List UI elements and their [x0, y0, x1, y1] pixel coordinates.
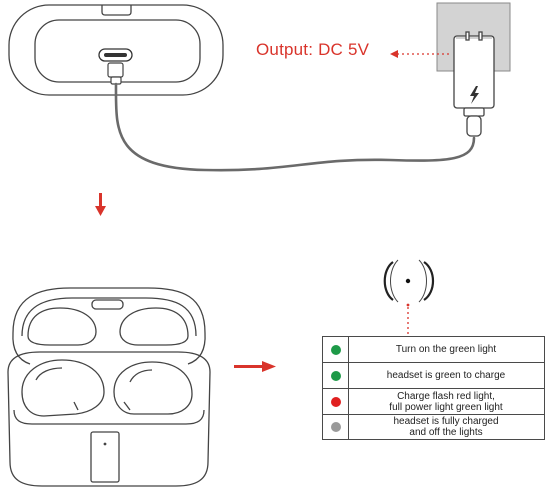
earbuds-case — [7, 287, 211, 487]
down-arrow — [95, 193, 106, 216]
usb-c-plug — [107, 62, 124, 85]
lightning-icon — [470, 86, 479, 104]
usb-c-port — [98, 48, 133, 62]
legend-description: headset is green to charge — [350, 363, 542, 388]
earbud-indicator — [383, 261, 435, 301]
status-led-dot — [331, 345, 341, 355]
legend-row: Charge flash red light,full power light … — [323, 389, 544, 415]
output-pointer — [390, 50, 451, 58]
legend-dot-cell — [323, 337, 349, 362]
charging-cable — [114, 82, 476, 172]
power-adapter — [453, 31, 495, 137]
status-led-dot — [331, 422, 341, 432]
legend-row: Turn on the green light — [323, 337, 544, 363]
legend-row: headset is green to charge — [323, 363, 544, 389]
legend-text-line: Charge flash red light, — [397, 390, 495, 402]
led-status-table: Turn on the green light headset is green … — [322, 336, 545, 440]
status-led-dot — [331, 397, 341, 407]
legend-text-line: headset is green to charge — [386, 370, 506, 381]
legend-description: Turn on the green light — [350, 337, 542, 362]
status-led-dot — [331, 371, 341, 381]
led-pointer-dot — [406, 303, 410, 307]
legend-dot-cell — [323, 415, 349, 439]
earbud-led — [405, 278, 411, 284]
legend-dot-cell — [323, 389, 349, 414]
legend-text-line: headset is fully charged — [393, 416, 499, 427]
case-indicator-led — [103, 442, 107, 446]
legend-dot-cell — [323, 363, 349, 388]
output-label: Output: DC 5V — [256, 40, 370, 59]
earbud-indicator-outline — [390, 259, 427, 303]
legend-description: Charge flash red light,full power light … — [350, 389, 542, 414]
right-arrow — [234, 361, 276, 372]
legend-text-line: Turn on the green light — [395, 344, 497, 355]
legend-text-line: full power light green light — [389, 401, 503, 413]
legend-text-line: and off the lights — [409, 427, 483, 438]
